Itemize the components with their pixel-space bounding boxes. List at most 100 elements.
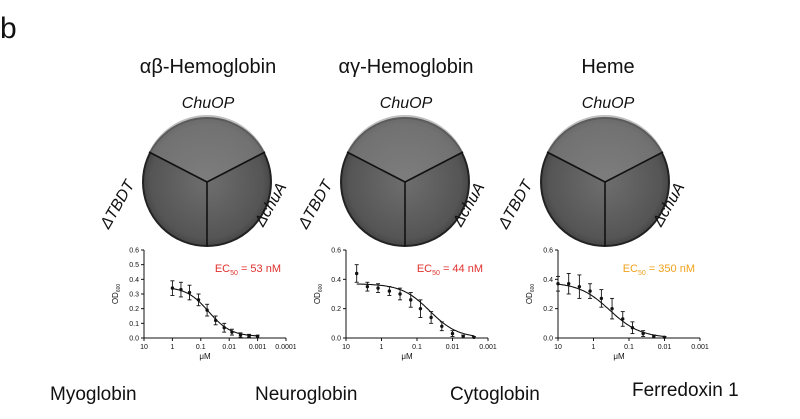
ec50-annotation-label: EC [417,263,432,275]
x-tick-label: 10 [140,344,148,351]
y-axis-label: OD600 [525,284,536,305]
data-point [621,317,625,321]
data-point [556,282,560,286]
y-axis-label-subscript: 600 [530,284,536,293]
data-point [354,271,359,276]
panel-letter: b [0,12,17,45]
panel-title-heme: Heme [581,56,635,78]
y-tick-label: 0.5 [129,262,139,269]
y-axis-label: OD600 [313,284,324,305]
x-tick-label: 0.001 [479,344,497,351]
data-point [196,298,201,302]
data-point [472,335,476,339]
data-point [222,326,226,330]
partial-circle-outline [680,0,760,30]
x-axis-label: μM [401,352,413,361]
data-point [450,331,455,336]
dose-response-chart-1: 0.0 0.1 0.2 0.3 0.4 0.5 0.6 10 1 0.1 0.01 0.001 0.00… [111,248,296,362]
y-tick-label: 0.2 [331,306,341,313]
x-tick-label: 0.1 [412,344,422,351]
x-tick-label: 0.01 [222,344,236,351]
data-point [205,308,209,312]
data-point [461,334,465,339]
x-tick-label: 0.1 [624,344,634,351]
bottom-label-myoglobin: Myoglobin [50,384,137,405]
ec50-annotation-subscript: 50 [638,270,646,277]
data-point [418,306,423,311]
data-point [610,306,614,311]
x-axis-label: μM [613,352,625,361]
data-point [187,290,192,295]
ec50-annotation-value: = 350 nM [646,263,695,275]
data-point [238,333,243,337]
agar-plate [540,115,670,247]
y-tick-label: 0.0 [331,336,341,343]
x-tick-label: 10 [342,344,350,351]
bottom-label-cytoglobin: Cytoglobin [450,384,540,405]
plate-label-left: ΔTBDT [495,177,537,232]
x-tick-label: 10 [554,344,562,351]
y-tick-label: 0.6 [129,248,139,255]
y-axis-label-subscript: 600 [116,284,122,293]
ec50-annotation-subscript: 50 [432,270,440,277]
plate-label-top: ChuOP [379,95,433,112]
ec50-annotation-value: = 53 nM [238,263,281,275]
data-point [652,334,656,339]
x-tick-label: 0.01 [446,344,460,351]
x-tick-label: 0.01 [658,344,672,351]
data-point [230,330,234,334]
x-tick-label: 1 [170,344,174,351]
data-point [440,324,444,328]
fit-curve [172,288,258,337]
data-point [429,315,433,320]
x-axis-label: μM [199,352,211,361]
data-point [179,287,183,292]
fit-curve [557,283,665,338]
data-point [247,334,251,338]
y-tick-label: 0.6 [331,248,341,255]
data-point [376,286,380,290]
fit-curve [356,283,475,337]
data-point [213,318,218,323]
x-tick-label: 0.001 [691,344,709,351]
ec50-annotation-label: EC [623,263,638,275]
data-point [641,331,645,336]
data-point [599,296,604,301]
data-point [662,335,667,339]
data-point [577,284,582,289]
data-point [170,286,175,290]
data-point [588,289,592,293]
data-point [365,284,370,289]
plate-label-left: ΔTBDT [97,177,139,232]
plate-label-top: ChuOP [581,95,635,112]
ec50-annotation: EC50 = 350 nM [623,263,695,277]
ec50-annotation: EC50 = 53 nM [215,263,281,277]
y-tick-label: 0.3 [129,292,139,299]
data-point [387,289,392,293]
y-tick-label: 0.6 [543,248,553,255]
bottom-label-ferredoxin-1: Ferredoxin 1 [632,380,739,401]
y-tick-label: 0.2 [129,306,139,313]
dose-response-chart-3: 0.0 0.2 0.4 0.6 10 1 0.1 0.01 0.001 μM OD600 EC50 =… [525,248,709,362]
y-tick-label: 0.4 [129,277,139,284]
data-point [566,282,571,286]
y-tick-label: 0.4 [331,277,341,284]
plate-label-top: ChuOP [181,95,235,112]
panel-title-alpha-beta-hemoglobin: αβ-Hemoglobin [139,56,277,78]
x-tick-label: 1 [592,344,596,351]
y-tick-label: 0.2 [543,306,553,313]
y-tick-label: 0.0 [543,336,553,343]
x-tick-label: 0.001 [249,344,267,351]
ec50-annotation-value: = 44 nM [440,263,483,275]
agar-plate [142,115,272,247]
agar-plate [340,115,470,247]
y-tick-label: 0.1 [129,321,139,328]
ec50-annotation-label: EC [215,263,230,275]
x-tick-label: 0.1 [196,344,206,351]
y-axis-label-subscript: 600 [318,284,324,293]
y-tick-label: 0.0 [129,336,139,343]
data-point [409,298,413,302]
y-tick-label: 0.4 [543,277,553,284]
x-tick-label: 0.0001 [275,344,296,351]
